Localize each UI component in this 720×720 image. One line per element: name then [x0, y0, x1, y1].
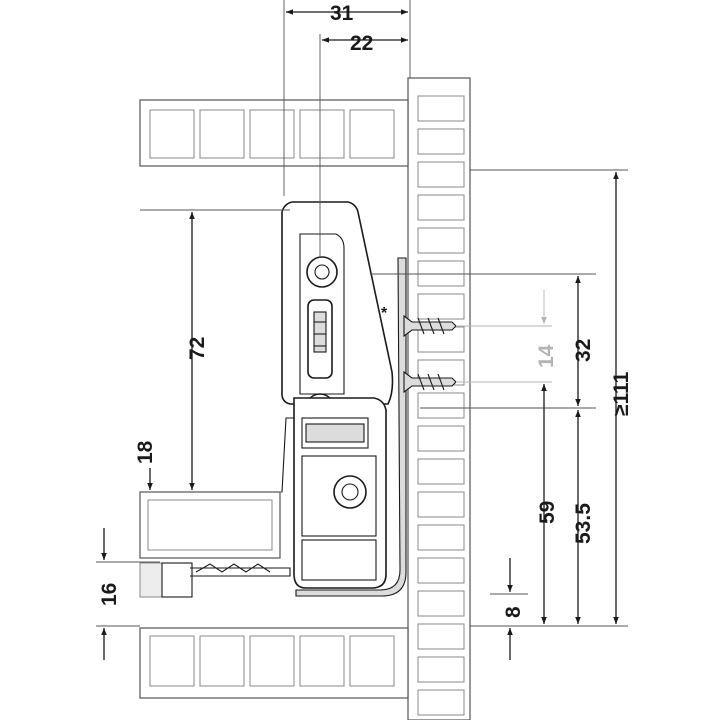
- board-cell: [417, 260, 465, 287]
- board-cell: [417, 392, 465, 419]
- dimension-label-16: 16: [98, 583, 121, 606]
- board-cell: [417, 161, 465, 188]
- dimension-label-18: 18: [134, 440, 157, 464]
- dimension-labels: 31 22 72 18 16 32 14 ≥111 59 53.5 8: [98, 2, 633, 618]
- dimension-label-22: 22: [350, 32, 373, 55]
- board-cell: [149, 635, 195, 687]
- board-cell: [417, 194, 465, 221]
- dimension-label-72: 72: [186, 337, 209, 360]
- board-cell: [299, 635, 345, 687]
- adjustment-cam-upper: [306, 256, 338, 288]
- mounting-screw-upper: [403, 314, 457, 338]
- board-cell: [417, 227, 465, 254]
- board-cell: [417, 623, 465, 650]
- board-cell: [417, 293, 465, 320]
- board-cell: [417, 557, 465, 584]
- asterisk-note-mark: *: [381, 305, 388, 322]
- board-cell: [249, 635, 295, 687]
- drawer-bottom-edge: [139, 562, 163, 598]
- dimension-label-31: 31: [330, 2, 354, 25]
- board-cell: [417, 524, 465, 551]
- board-cell: [349, 635, 395, 687]
- cabinet-side-panel: [407, 77, 471, 720]
- extension-lines: [96, 0, 628, 627]
- dimension-lines: [101, 9, 619, 660]
- board-cell: [299, 109, 345, 159]
- board-cell: [149, 109, 195, 159]
- board-cell: [249, 109, 295, 159]
- mounting-screw-lower: [403, 370, 457, 394]
- board-cell: [417, 326, 465, 353]
- dimension-label-111: ≥111: [610, 371, 633, 416]
- board-cell: [417, 590, 465, 617]
- board-cell: [417, 689, 465, 716]
- dimension-label-59: 59: [536, 501, 559, 524]
- runner-mechanism: *: [190, 201, 457, 597]
- cabinet-runner-rail: [295, 257, 407, 597]
- lower-panel: [139, 627, 409, 699]
- dimension-label-32: 32: [572, 339, 595, 362]
- board-cell: [417, 95, 465, 122]
- board-cell: [417, 656, 465, 683]
- dimension-label-14: 14: [535, 344, 558, 368]
- board-cell: [417, 491, 465, 518]
- upper-panel: [139, 99, 409, 167]
- runner-front-bracket: [281, 201, 394, 405]
- board-cell: [417, 458, 465, 485]
- locking-device-screw: [333, 475, 367, 509]
- board-cell: [417, 128, 465, 155]
- board-cell: [417, 425, 465, 452]
- board-cell: [199, 109, 245, 159]
- board-cell: [349, 109, 395, 159]
- board-cell: [199, 635, 245, 687]
- drawer-bottom-panel: [139, 491, 281, 598]
- dimension-label-53-5: 53.5: [572, 503, 595, 544]
- dimension-label-8: 8: [502, 606, 525, 618]
